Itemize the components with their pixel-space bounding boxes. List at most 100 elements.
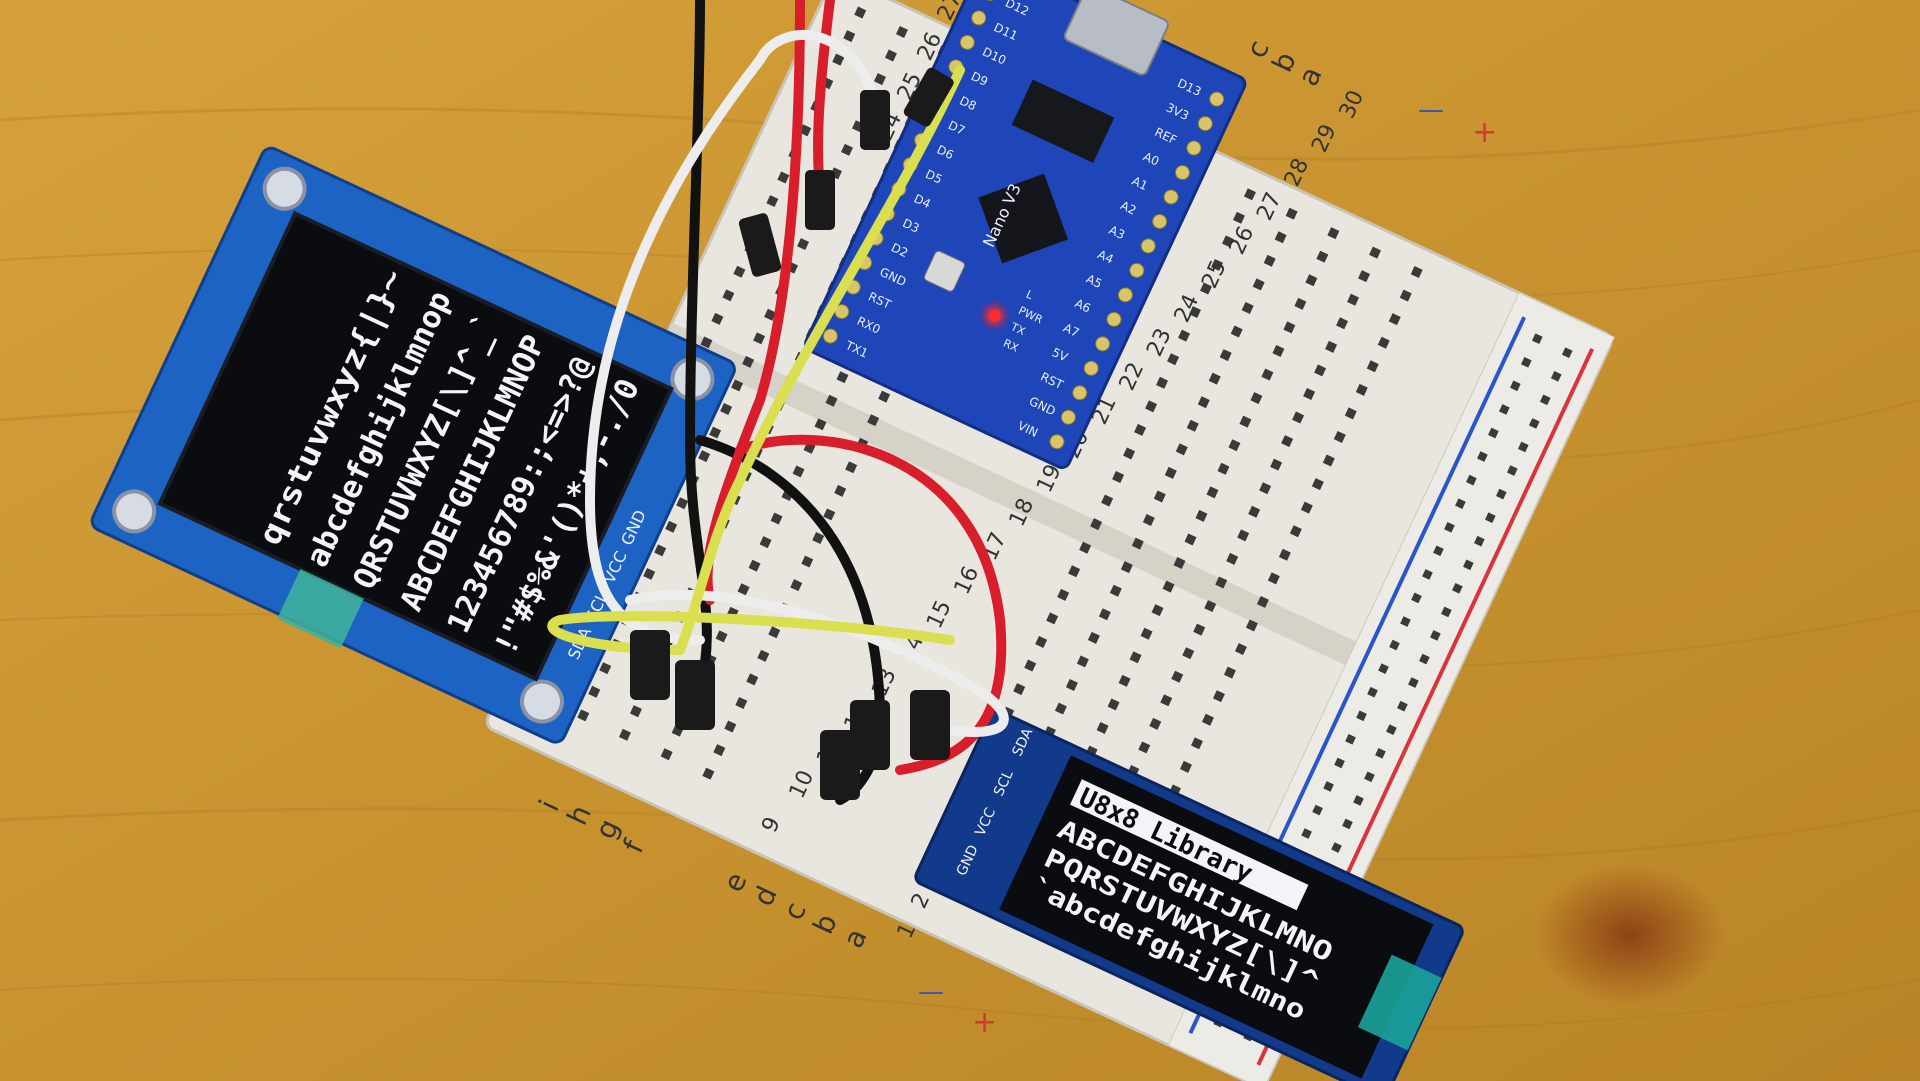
hole — [1109, 584, 1122, 597]
pin-hole — [1152, 213, 1168, 229]
hole — [1228, 439, 1241, 452]
rail-hole — [1495, 488, 1507, 500]
pin-hole — [1083, 360, 1099, 376]
hole — [577, 709, 590, 722]
hole — [1285, 207, 1298, 220]
nano-pin-label: A0 — [1141, 149, 1161, 168]
hole — [1134, 423, 1147, 436]
hole — [823, 508, 836, 521]
hole — [1079, 541, 1092, 554]
hole — [702, 767, 715, 780]
pin-hole — [1117, 287, 1133, 303]
pin-hole — [1072, 385, 1088, 401]
rail-hole — [1463, 559, 1474, 571]
rail-minus-top: — — [1418, 95, 1444, 125]
hole — [768, 626, 781, 639]
rail-hole — [1539, 394, 1551, 406]
hole — [1118, 674, 1131, 687]
hole — [790, 579, 803, 592]
hole — [836, 371, 849, 384]
hole — [1179, 760, 1192, 773]
hole — [1096, 722, 1109, 734]
hole — [1046, 612, 1059, 625]
hole — [1178, 329, 1191, 342]
mount-hole-br — [519, 679, 564, 724]
hole — [1289, 525, 1302, 538]
arduino-nano-board: D12D11D10D9D8D7D6D5D4D3D2GNDRSTRX0TX1D13… — [804, 0, 1247, 469]
hole — [1107, 698, 1120, 711]
rail-plus-bottom: + — [972, 1005, 997, 1040]
pin-hole — [1197, 116, 1213, 132]
hole — [1035, 635, 1048, 648]
rail-hole — [1400, 616, 1411, 627]
rail-hole — [1466, 474, 1477, 486]
rail-hole — [1506, 465, 1518, 476]
hole — [1208, 372, 1221, 385]
hole — [792, 465, 805, 478]
hole — [720, 403, 733, 415]
pin-hole — [1174, 165, 1190, 181]
pin-hole — [1209, 91, 1225, 107]
nano-led-label: RX — [1001, 337, 1021, 355]
hole — [1098, 608, 1111, 621]
hole — [665, 520, 678, 533]
rail-hole — [1521, 356, 1532, 368]
pin-hole — [1140, 238, 1156, 254]
rail-hole — [1433, 545, 1444, 557]
nano-pin-label: A3 — [1107, 223, 1127, 242]
nano-pin-label: D4 — [912, 191, 933, 211]
hole — [1281, 435, 1294, 448]
rail-hole — [1430, 630, 1441, 641]
hole — [1226, 552, 1239, 565]
hole — [1195, 509, 1208, 522]
hole — [1311, 478, 1324, 491]
hole — [629, 705, 642, 718]
hole — [709, 426, 722, 439]
rail-hole — [1386, 724, 1397, 736]
hole — [1270, 458, 1283, 471]
hole — [1201, 713, 1214, 726]
hole — [711, 312, 724, 325]
wire-yellow-top — [675, 65, 965, 655]
pin-hole — [1186, 140, 1202, 156]
hole — [1068, 565, 1081, 578]
hole — [1316, 250, 1329, 263]
wire-white-cross — [625, 589, 1009, 737]
nano-pin-label: 5V — [1050, 345, 1071, 365]
hole — [1377, 336, 1390, 349]
hole — [1217, 462, 1230, 475]
oled-small-title-bar — [1070, 779, 1309, 911]
wire-yellow-loop — [547, 611, 955, 655]
hole — [1369, 246, 1382, 259]
hole — [1223, 666, 1236, 679]
hole — [1336, 317, 1349, 330]
hole — [1243, 188, 1256, 201]
hole — [654, 544, 667, 557]
oled-small-module: U8x8 LibraryABCDEFGHIJKLMNOPQRSTUVWXYZ[\… — [914, 709, 1464, 1081]
hole — [1300, 501, 1313, 514]
pin-hole — [822, 328, 838, 344]
hole — [1327, 227, 1340, 240]
hole — [1151, 604, 1164, 617]
hole — [1388, 313, 1401, 326]
hole — [812, 532, 825, 544]
nano-pin-label: A4 — [1095, 247, 1115, 266]
pin-hole — [1060, 409, 1076, 425]
hole — [834, 484, 847, 497]
rail-hole — [1411, 592, 1422, 604]
hole — [1322, 454, 1335, 467]
hole — [1256, 595, 1269, 608]
hole — [1267, 572, 1280, 585]
hole — [1278, 548, 1291, 561]
hole — [618, 728, 631, 741]
wire-connectors — [630, 67, 954, 800]
hole — [722, 289, 735, 302]
nano-pin-label: D2 — [889, 240, 910, 260]
nano-pin-label: D9 — [969, 69, 990, 89]
hole — [1259, 482, 1272, 495]
breadboard-channel — [661, 322, 1452, 710]
hole — [841, 143, 853, 156]
hole — [1160, 694, 1173, 707]
hole — [643, 567, 656, 580]
